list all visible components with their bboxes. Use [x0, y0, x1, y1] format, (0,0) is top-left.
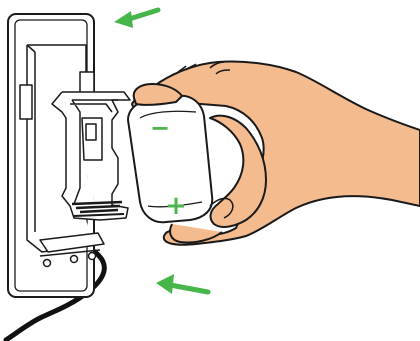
negative-terminal-label: −: [150, 114, 170, 142]
thumb: [132, 83, 267, 244]
positive-terminal-label: +: [165, 191, 187, 221]
power-cord: [3, 247, 107, 341]
hand: [131, 60, 420, 246]
arrow-left-icon: [114, 7, 161, 28]
battery: − +: [126, 94, 214, 224]
battery-holder: [51, 91, 131, 221]
arrow-left-icon: [156, 274, 211, 295]
